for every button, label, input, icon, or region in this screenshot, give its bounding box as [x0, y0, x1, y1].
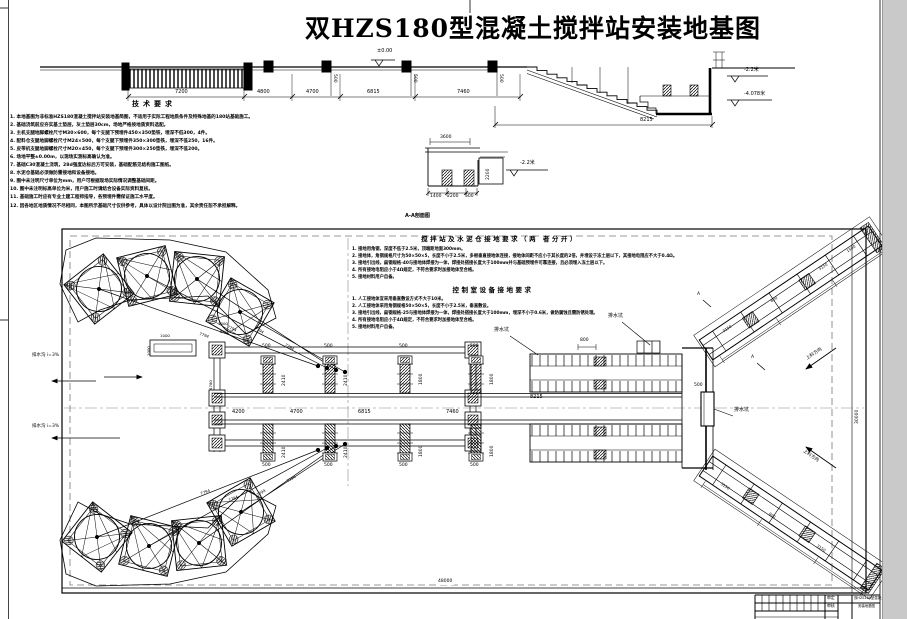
tech-note-line: 5. 皮带机支腿地脚螺栓尺寸M20×450，每个支腿下预埋件300×250垫铁，…: [10, 147, 203, 153]
grounding-notes1-list: 1. 接地用角钢，深度不低于2.5米，顶端距地面300mm。 2. 接地体，角钢…: [352, 247, 678, 282]
dim-500: 500: [324, 344, 333, 349]
dim-4700: 4700: [306, 89, 319, 95]
grounding-note-line: 3. 接地引出线，扁钢规格-40与接地体焊接为一体，焊接处搭接长度大于100mm…: [352, 260, 608, 266]
grounding-notes2-list: 1. 人工接地体宜采用垂直敷设方式不大于10米。 2. 人工接地体采用角钢规格5…: [352, 297, 652, 332]
level-minus-4.078: -4.078米: [744, 91, 766, 97]
dim-4200: 4200: [232, 409, 245, 415]
grounding-notes2-heading: 控制室设备接地要求: [452, 286, 534, 294]
dim-800: 800: [580, 338, 589, 343]
dim-8215: 8215: [640, 117, 653, 123]
dim-2410: 2410: [282, 374, 287, 386]
dim-7200: 7200: [175, 89, 188, 95]
dim-2410: 2410: [282, 446, 287, 458]
dim-1400: 1400: [430, 194, 442, 199]
dim-1800: 1800: [490, 373, 495, 385]
tech-note-line: 10. 图中未注明标高单位为米，用户施工时请结合设备实际资料复核。: [10, 187, 153, 193]
dim-4700: 4700: [290, 409, 303, 415]
dim-3600: 3600: [440, 135, 452, 140]
dim-48000: 48000: [436, 579, 455, 585]
level-minus-2.2: -2.2米: [744, 67, 759, 73]
dim-2200: 2200: [447, 194, 459, 199]
tech-note-line: 11. 基础施工时应有专业土建工程师指导，各预埋件需保证施工水平度。: [10, 195, 158, 201]
dim-8215-plan: 8215: [530, 394, 543, 400]
dim-500: 500: [262, 463, 271, 468]
tech-note-line: 6. 场地平整±0.00m，以现场实测标高确认为准。: [10, 155, 115, 161]
drain-pit-label: 排水坑: [734, 407, 750, 413]
tech-note-line: 12. 因各地区地质情况不尽相同，本图所示基础尺寸仅供参考，具体以设计院出图为准…: [10, 203, 241, 209]
dim-1000-vert: 1000: [146, 346, 151, 356]
dim-500: 500: [470, 344, 479, 349]
tech-note-line: 9. 图中未注明尺寸单位为mm，用户可根据现场实际情况调整基础间距。: [10, 179, 160, 185]
dim-500: 500: [694, 383, 703, 388]
dim-500: 500: [470, 463, 479, 468]
drain-pit-label: 排水坑: [608, 313, 624, 319]
dim-1000: 1000: [218, 321, 228, 326]
grounding-note-line: 4. 所有接地电阻应小于4Ω规定，不符合要求时加接地体至合格。: [352, 317, 477, 323]
dim-30000-vert: 30000: [855, 409, 860, 424]
grounding-notes1-heading: 搅拌站及水泥仓接地要求（两 者分开）: [421, 235, 579, 243]
section-mark-a: A: [697, 292, 701, 297]
dim-1800: 1800: [419, 373, 424, 385]
tech-note-line: 3. 主机支腿地脚螺栓尺寸M30×600，每个支腿下预埋件450×350垫铁，埋…: [10, 131, 210, 137]
dim-500: 500: [262, 344, 271, 349]
titleblock-drawing-name-1: 双HZS180型混凝土搅拌站: [854, 596, 895, 600]
dim-7460: 7460: [457, 89, 470, 95]
dim-1800: 1800: [490, 445, 495, 457]
drain-ditch-note: 排水沟 i=3%: [32, 424, 60, 429]
dim-4780-vert: 4780: [208, 380, 213, 390]
tech-notes-list: 1. 本地基图为非标准HZS180混凝土搅拌站安装地基简图，不适用于实际工程地质…: [10, 114, 280, 211]
dim-500: 500: [465, 194, 474, 199]
dim-2410: 2410: [344, 374, 349, 386]
tech-note-line: 4. 配料仓支腿地脚螺栓尺寸M24×500，每个支腿下预埋件350×300垫铁，…: [10, 139, 218, 145]
grounding-note-line: 1. 人工接地体宜采用垂直敷设方式不大于10米。: [352, 297, 446, 302]
tech-note-line: 7. 基础C30混凝土浇筑，28d强度达标后方可安装，基础配筋见结构施工图纸。: [10, 163, 174, 169]
tech-note-line: 2. 基础浇筑前应夯实基土垫层，灰土垫层30cm，场地严格按地质资料选配。: [10, 123, 169, 129]
level-minus-2.2-section: -2.2米: [520, 160, 535, 166]
elevation-view: [40, 51, 795, 128]
drawing-title: 双HZS180型混凝土搅拌站安装地基图: [304, 14, 762, 43]
tech-note-line: 8. 水泥仓基础必须做防雷接地和设备接地。: [10, 171, 100, 177]
grounding-note-line: 2. 接地体，角钢规格尺寸为50×50×5，长度不小于2.5米，多根垂直接地体连…: [352, 253, 678, 259]
dim-500: 500: [498, 74, 503, 83]
section-aa-label: A-A剖面图: [405, 213, 430, 219]
titleblock-cell-approve: 审定: [827, 595, 835, 600]
grounding-note-line: 5. 接地材料用户自备。: [352, 274, 397, 280]
section-mark-a: A: [751, 355, 755, 360]
drain-pit-label: 排水坑: [494, 327, 510, 333]
grounding-note-line: 2. 人工接地体采用角钢规格50×50×5，长度不小于2.5米，垂直敷设。: [352, 303, 492, 309]
dim-500: 500: [332, 74, 337, 83]
grounding-note-line: 3. 接地引出线，扁钢规格-25与接地体焊接为一体，焊接处搭接长度大于100mm…: [352, 310, 598, 316]
outside-sheet-area: [882, 0, 907, 619]
dim-4800: 4800: [257, 89, 270, 95]
sheet-frame: [0, 0, 881, 619]
grounding-note-line: 5. 接地材料用户自备。: [352, 324, 397, 330]
dim-800: 800: [220, 329, 228, 334]
plan-view: [51, 216, 893, 602]
dim-1800: 1800: [419, 445, 424, 457]
titleblock-drawing-name-2: 安装地基图: [858, 604, 875, 608]
dim-500: 500: [324, 463, 333, 468]
tech-note-line: 1. 本地基图为非标准HZS180混凝土搅拌站安装地基简图，不适用于实际工程地质…: [10, 115, 253, 120]
dim-6815: 6815: [358, 409, 371, 415]
grounding-note-line: 1. 接地用角钢，深度不低于2.5米，顶端距地面300mm。: [352, 247, 466, 252]
drain-ditch-note: 排水沟 i=3%: [32, 353, 60, 358]
dim-1000: 1000: [160, 333, 170, 338]
dim-500: 500: [399, 463, 408, 468]
level-zero: ±0.00: [377, 48, 393, 54]
grounding-note-line: 4. 所有接地电阻应小于4Ω规定，不符合要求时加接地体至合格。: [352, 267, 477, 273]
titleblock-cell-check: 审核: [827, 603, 835, 608]
tech-notes-heading: 技术要求: [132, 100, 176, 108]
dim-6815: 6815: [367, 89, 380, 95]
section-aa-view: [425, 138, 548, 196]
dim-500: 500: [412, 74, 417, 83]
dim-2200-vert: 2200: [486, 168, 491, 180]
dim-7460: 7460: [446, 409, 459, 415]
dim-2410: 2410: [344, 446, 349, 458]
dim-500: 500: [399, 344, 408, 349]
title-block-grid: [754, 594, 880, 619]
